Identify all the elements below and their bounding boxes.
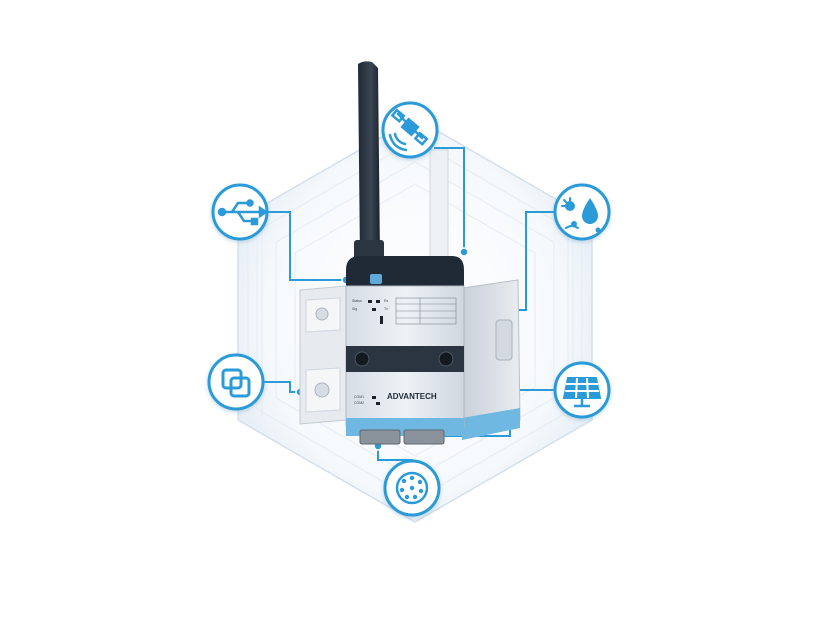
- device-model-label: WISE-4610: [398, 278, 429, 284]
- connector-port-icon: [383, 459, 441, 517]
- port-label-com2: COM2: [354, 401, 364, 405]
- solar-panel-icon: [553, 361, 611, 419]
- mounting-bracket: [299, 285, 347, 425]
- led-label-tx: Tx: [384, 307, 388, 311]
- port-label-com1: COM1: [354, 395, 364, 399]
- led-label-status: Status: [352, 299, 362, 303]
- satellite-icon: [381, 101, 439, 159]
- device-side: [429, 149, 521, 440]
- link-icon: [207, 353, 265, 411]
- environment-sensor-icon: [553, 183, 611, 241]
- device-brand-label: ADVANTECH: [387, 392, 437, 401]
- device-front: [345, 256, 465, 445]
- usb-icon: [211, 183, 269, 241]
- led-label-sig: Sig.: [352, 307, 358, 311]
- led-label-rx: Rx: [384, 299, 389, 303]
